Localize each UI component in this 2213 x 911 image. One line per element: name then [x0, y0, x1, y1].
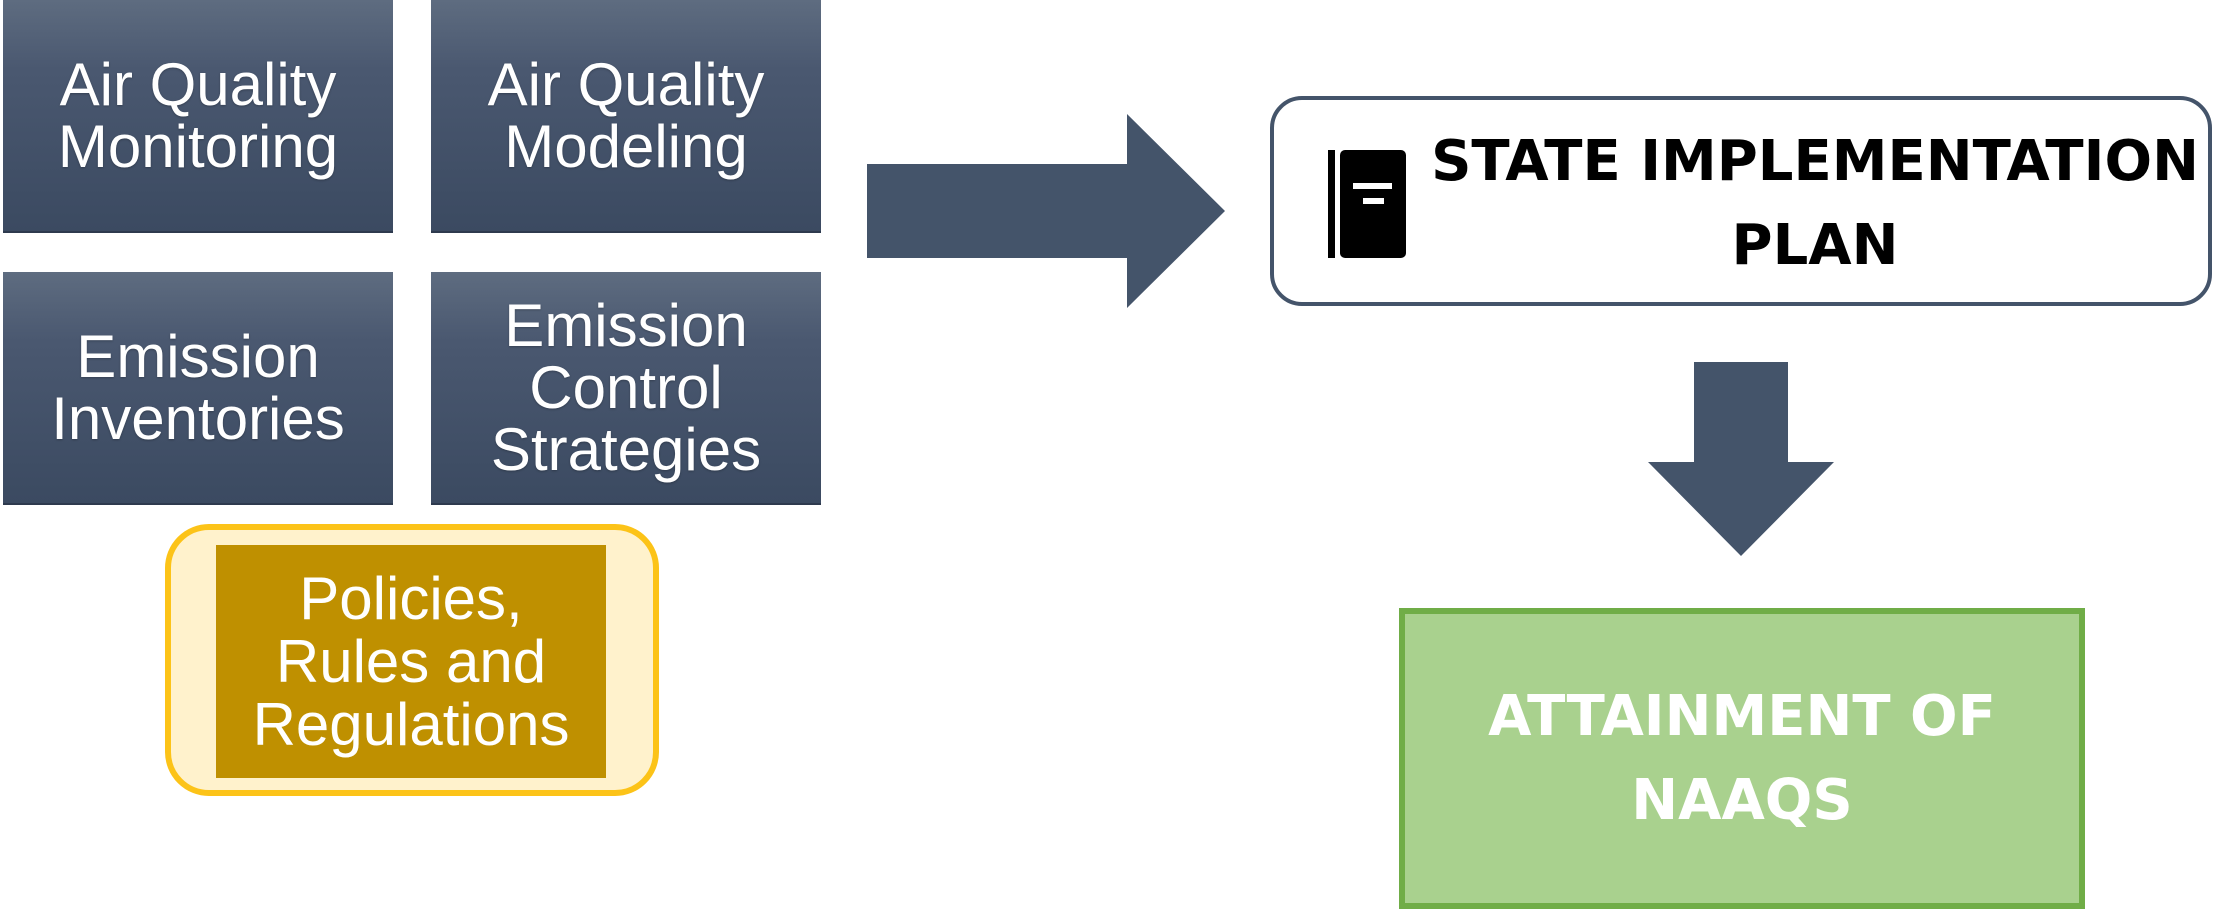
down-arrow-shape — [1648, 362, 1834, 556]
air-quality-monitoring-box: Air Quality Monitoring — [3, 0, 393, 233]
emission-inventories-box: Emission Inventories — [3, 272, 393, 505]
down-arrow — [1648, 362, 1834, 556]
air-quality-modeling-box: Air Quality Modeling — [431, 0, 821, 233]
attainment-of-naaqs-label: ATTAINMENT OF NAAQS — [1488, 683, 1996, 833]
state-implementation-plan-box — [1270, 96, 2212, 306]
air-quality-monitoring-label: Air Quality Monitoring — [57, 50, 339, 180]
attainment-of-naaqs-box: ATTAINMENT OF NAAQS — [1399, 608, 2085, 909]
policies-rules-regulations-label: Policies, Rules and Regulations — [252, 565, 570, 758]
policies-rules-regulations-box: Policies, Rules and Regulations — [216, 545, 606, 778]
right-arrow-shape — [867, 114, 1225, 308]
air-quality-modeling-label: Air Quality Modeling — [487, 50, 765, 180]
emission-control-strategies-box: Emission Control Strategies — [431, 272, 821, 505]
emission-inventories-label: Emission Inventories — [51, 322, 345, 452]
emission-control-strategies-label: Emission Control Strategies — [490, 291, 762, 483]
right-arrow — [867, 114, 1225, 308]
book-icon — [1328, 150, 1406, 258]
state-implementation-plan-title: STATE IMPLEMENTATION PLAN — [1431, 129, 2199, 278]
